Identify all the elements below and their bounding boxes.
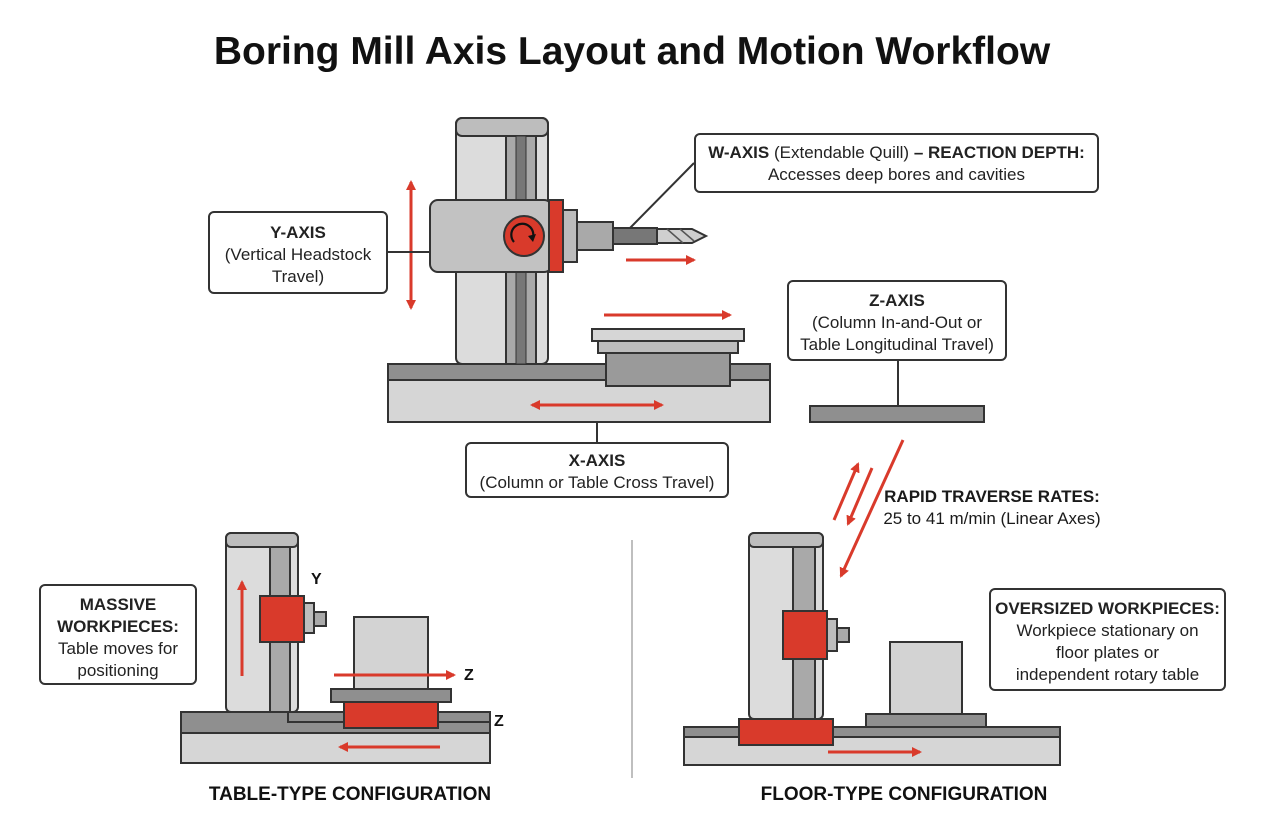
massive-heading-1: MASSIVE bbox=[79, 595, 157, 614]
tt-table-saddle bbox=[343, 701, 439, 729]
massive-heading-2: WORKPIECES: bbox=[57, 617, 179, 636]
boring-tool bbox=[656, 228, 709, 244]
rapid-traverse-label: RAPID TRAVERSE RATES: 25 to 41 m/min (Li… bbox=[872, 486, 1112, 530]
ft-spindle bbox=[826, 618, 838, 652]
floor-type-machine bbox=[683, 532, 1061, 766]
tt-table-top bbox=[330, 688, 452, 703]
rapid-traverse-arrow-up bbox=[832, 462, 860, 521]
z-axis-line2: (Column In-and-Out or bbox=[811, 313, 983, 332]
massive-line2: Table moves for bbox=[58, 639, 178, 658]
x-axis-callout: X-AXIS (Column or Table Cross Travel) bbox=[465, 442, 729, 498]
oversized-line3: floor plates or bbox=[1056, 643, 1159, 662]
w-axis-emph: REACTION DEPTH: bbox=[928, 143, 1085, 162]
y-axis-callout: Y-AXIS (Vertical Headstock Travel) bbox=[208, 211, 388, 294]
w-axis-leader bbox=[629, 162, 695, 229]
ft-workpiece bbox=[889, 641, 963, 715]
rapid-traverse-arrow-down bbox=[846, 467, 874, 526]
z-axis-heading: Z-AXIS bbox=[869, 291, 925, 310]
w-axis-paren: (Extendable Quill) bbox=[773, 143, 910, 162]
z-axis-line3: Table Longitudinal Travel) bbox=[800, 335, 994, 354]
w-axis-description: Accesses deep bores and cavities bbox=[767, 165, 1026, 184]
main-column-cap bbox=[455, 117, 549, 137]
w-axis-callout-line1: W-AXIS (Extendable Quill) – REACTION DEP… bbox=[696, 142, 1097, 164]
page-title: Boring Mill Axis Layout and Motion Workf… bbox=[213, 30, 1051, 73]
main-machine bbox=[387, 117, 771, 423]
massive-line3: positioning bbox=[77, 661, 159, 680]
y-axis-line2: (Vertical Headstock bbox=[224, 245, 372, 264]
rapid-traverse-rate: 25 to 41 m/min (Linear Axes) bbox=[883, 509, 1101, 528]
rapid-traverse-arrow-long bbox=[839, 439, 905, 578]
ft-column-cap bbox=[748, 532, 824, 548]
floor-type-caption: FLOOR-TYPE CONFIGURATION bbox=[760, 784, 1048, 805]
z-axis-callout: Z-AXIS (Column In-and-Out or Table Longi… bbox=[787, 280, 1007, 361]
tt-spindle bbox=[303, 602, 315, 634]
ft-floor-plate bbox=[865, 713, 987, 728]
tt-base-bed bbox=[180, 732, 491, 764]
oversized-line4: independent rotary table bbox=[1015, 665, 1200, 684]
x-axis-heading: X-AXIS bbox=[568, 451, 626, 470]
spindle-rotation-icon bbox=[503, 215, 545, 257]
tt-column-cap bbox=[225, 532, 299, 548]
oversized-heading: OVERSIZED WORKPIECES: bbox=[995, 599, 1220, 618]
x-axis-line2: (Column or Table Cross Travel) bbox=[479, 473, 715, 492]
w-axis-quill bbox=[576, 221, 614, 251]
tt-y-axis-letter: Y bbox=[311, 571, 322, 588]
spindle-nose bbox=[562, 209, 578, 263]
tt-z-axis-letter-top: Z bbox=[464, 667, 474, 684]
tt-headstock bbox=[259, 595, 305, 643]
rotation-arrow-icon bbox=[510, 222, 535, 243]
ft-column-carriage bbox=[738, 718, 834, 746]
y-axis-line3: Travel) bbox=[271, 267, 325, 286]
table-type-caption: TABLE-TYPE CONFIGURATION bbox=[208, 784, 492, 805]
oversized-workpieces-callout: OVERSIZED WORKPIECES: Workpiece stationa… bbox=[989, 588, 1226, 691]
z-axis-bar bbox=[809, 405, 985, 423]
w-axis-callout: W-AXIS (Extendable Quill) – REACTION DEP… bbox=[694, 133, 1099, 193]
massive-workpieces-callout: MASSIVE WORKPIECES: Table moves for posi… bbox=[39, 584, 197, 685]
oversized-line2: Workpiece stationary on bbox=[1016, 621, 1199, 640]
quill-bar bbox=[612, 227, 658, 245]
tt-workpiece bbox=[353, 616, 429, 690]
main-table-saddle bbox=[605, 351, 731, 387]
table-type-machine bbox=[180, 532, 491, 764]
ft-headstock bbox=[782, 610, 828, 660]
rapid-traverse-heading: RAPID TRAVERSE RATES: bbox=[884, 487, 1100, 506]
y-axis-heading: Y-AXIS bbox=[270, 223, 326, 242]
tt-z-axis-letter-bottom: Z bbox=[494, 713, 504, 730]
tt-spindle-tip bbox=[313, 611, 327, 627]
w-axis-dash: – bbox=[913, 143, 924, 162]
main-table-top bbox=[591, 328, 745, 342]
ft-spindle-tip bbox=[836, 627, 850, 643]
main-headstock-face bbox=[548, 199, 564, 273]
w-axis-heading: W-AXIS bbox=[708, 143, 770, 162]
